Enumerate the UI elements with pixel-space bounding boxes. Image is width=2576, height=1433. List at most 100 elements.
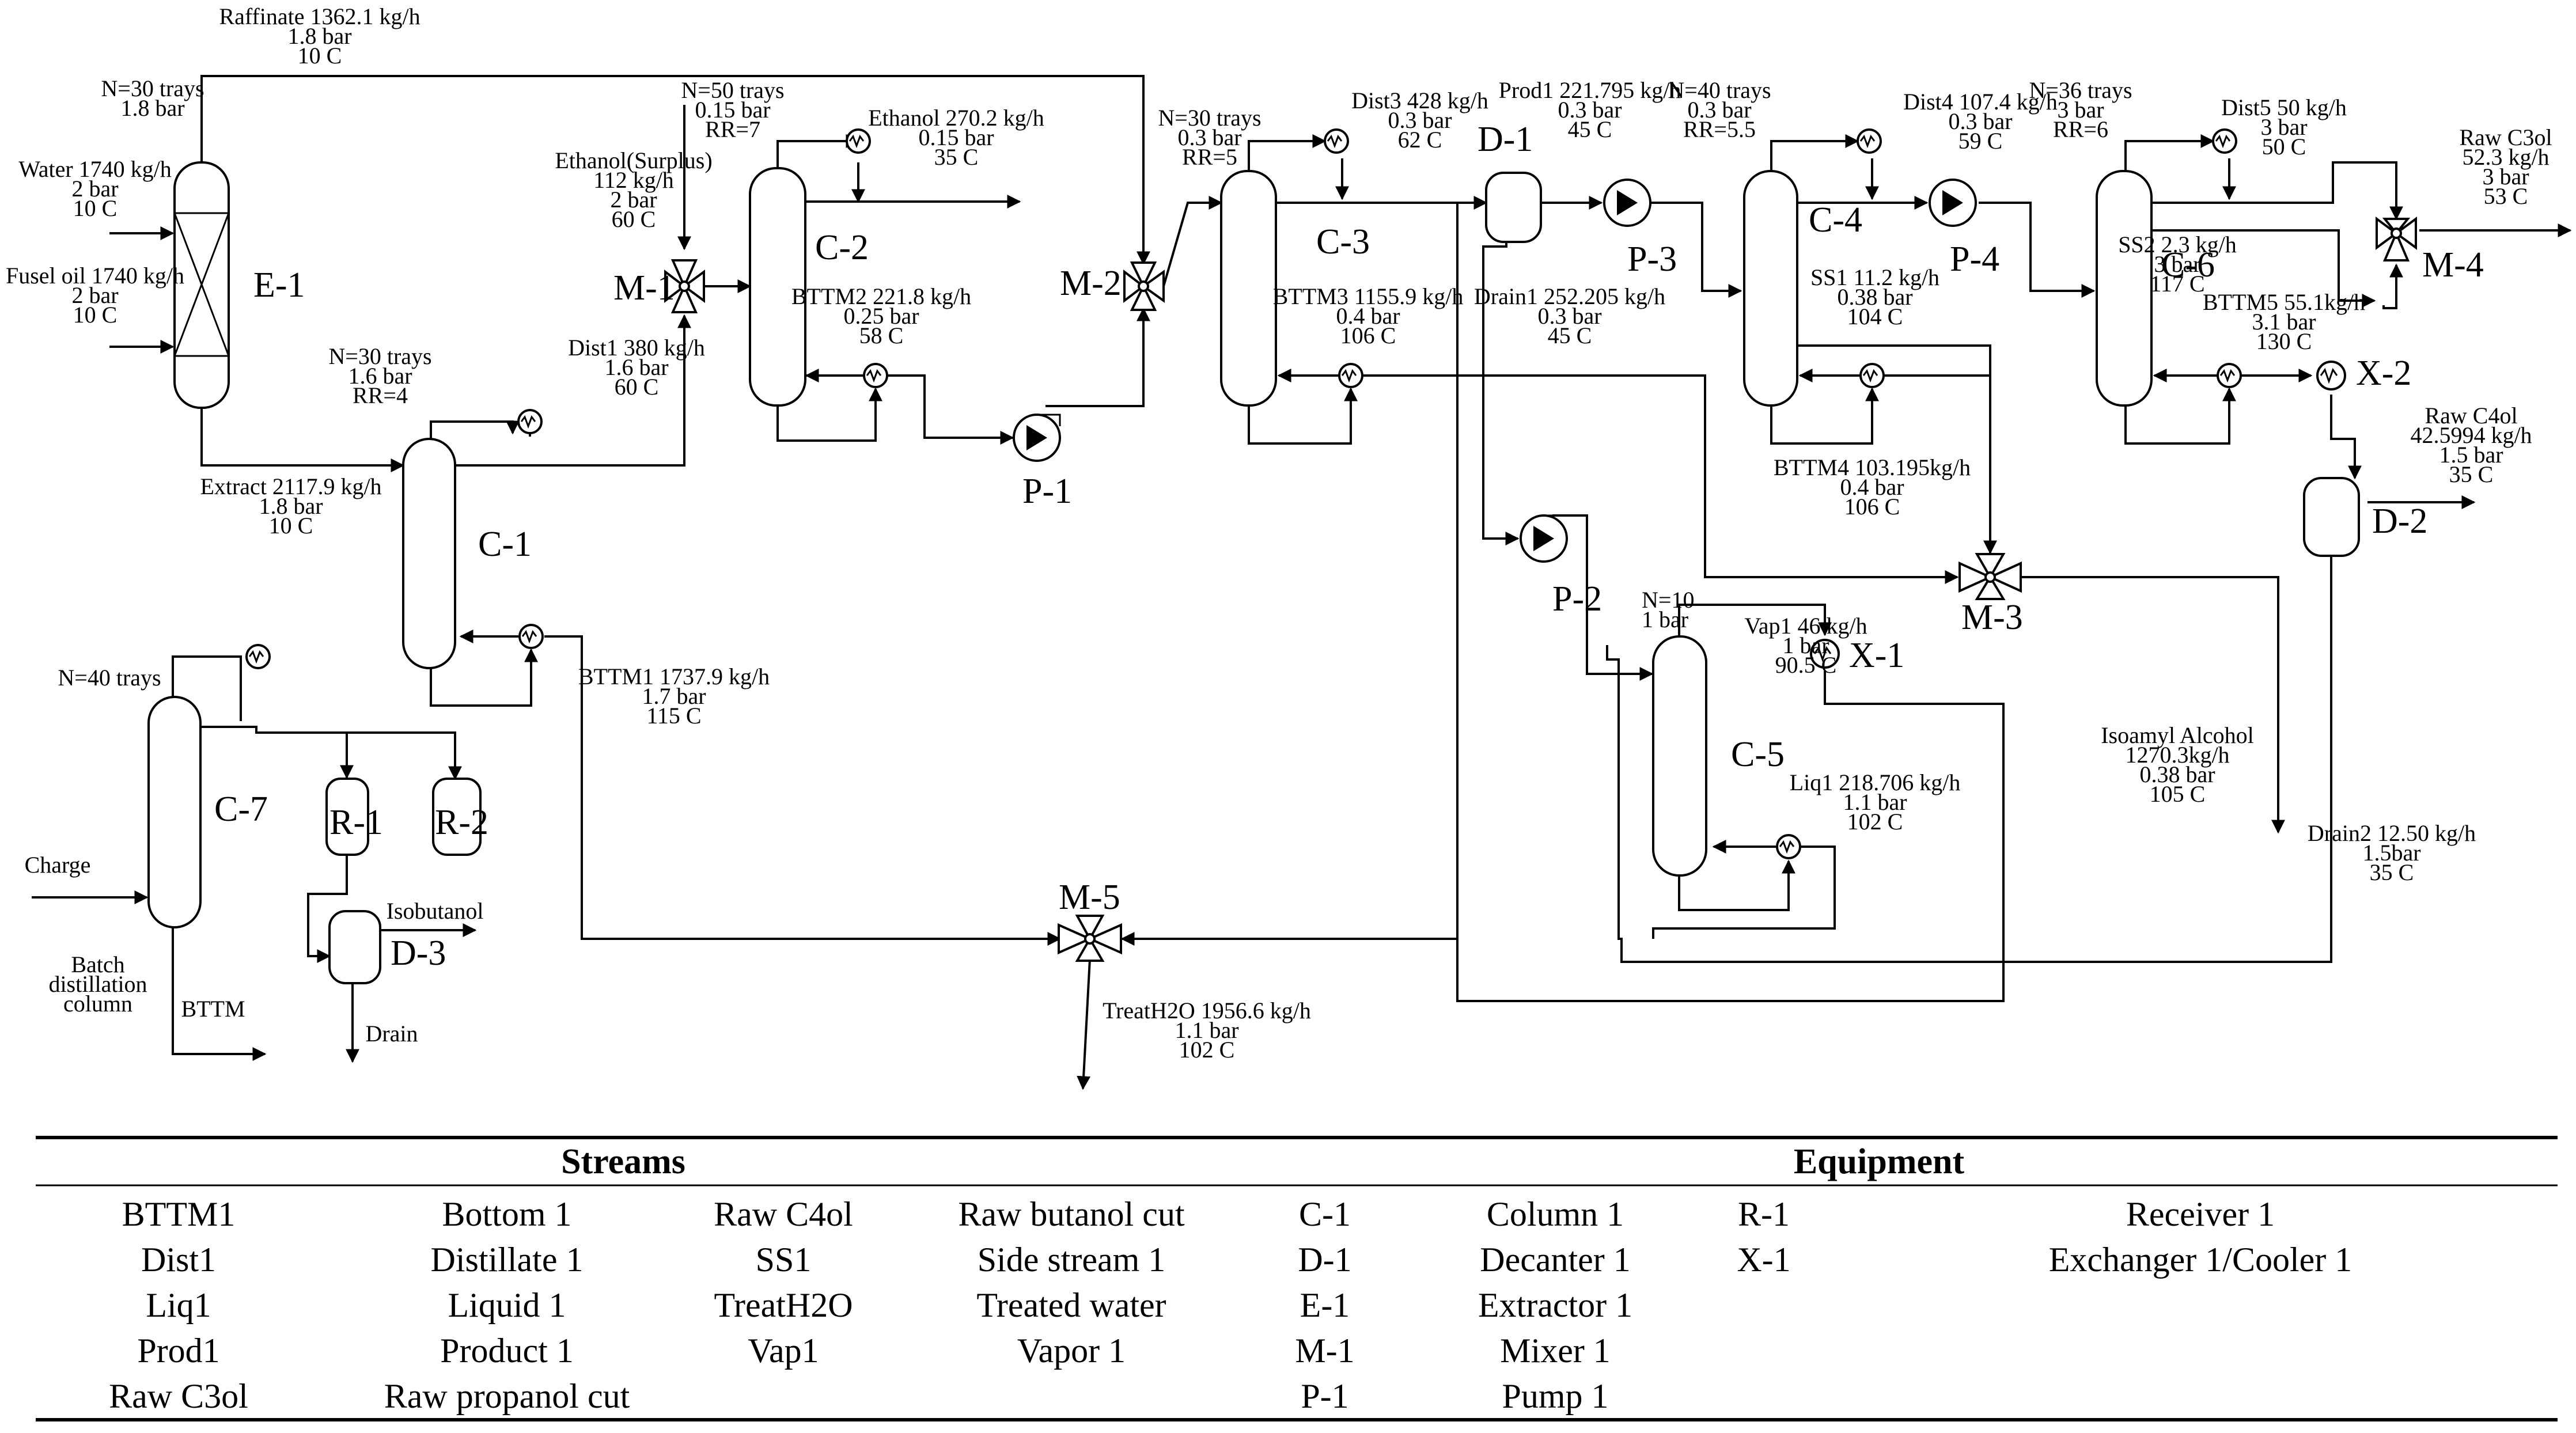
label-line: 45 C [1568, 116, 1612, 142]
legend-equipment-cell: Exchanger 1/Cooler 1 [2049, 1241, 2353, 1279]
equipment-tags: E-1 C-1 C-2 C-3 C-4 C-5 C-6 C-7 M-1 M-2 … [214, 120, 2484, 973]
label-line: 105 C [2150, 781, 2206, 807]
label-line: Extract 2117.9 kg/h [200, 473, 381, 499]
c2-overhead [776, 134, 860, 168]
legend-equipment-cell: X-1 [1737, 1241, 1790, 1279]
label-line: 0.25 bar [843, 303, 919, 329]
label-line: 3 bar [2057, 97, 2104, 123]
decanter-d3 [328, 910, 381, 984]
label-line: RR=7 [705, 116, 760, 142]
bttm1-stream [544, 635, 1062, 946]
tag-c7: C-7 [214, 790, 268, 829]
label-line: 3 bar [2260, 114, 2307, 140]
raffinate-stream [200, 75, 1150, 266]
label-line: 0.3 bar [1388, 107, 1452, 133]
label-line: Dist3 428 kg/h [1351, 88, 1488, 113]
label-line: Drain2 12.50 kg/h [2308, 820, 2476, 846]
legend-equipment-cell: C-1 [1299, 1195, 1351, 1233]
legend-stream-cell: Liq1 [146, 1286, 211, 1324]
legend-streams-title: Streams [561, 1142, 685, 1181]
label-line: N=36 trays [2029, 77, 2132, 103]
label-line: 3.1 bar [2252, 309, 2316, 335]
label-line: 102 C [1179, 1037, 1235, 1063]
ss2-stream [2151, 229, 2376, 308]
label-line: 104 C [1847, 304, 1903, 329]
bttm2-stream [887, 374, 1014, 445]
c7-bottoms [172, 926, 267, 1061]
column-c6 [2096, 170, 2153, 407]
label-line: SS1 11.2 kg/h [1810, 264, 1939, 290]
label-line: Dist5 50 kg/h [2221, 94, 2347, 120]
label-line: 0.4 bar [1336, 303, 1400, 329]
tag-d3: D-3 [391, 934, 446, 973]
legend-equipment-cell: M-1 [1295, 1332, 1354, 1370]
label-line: BTTM [181, 996, 245, 1022]
pump-p1 [1013, 414, 1061, 462]
label-line: RR=6 [2053, 116, 2108, 142]
label-line: BTTM4 103.195kg/h [1774, 454, 1971, 480]
label-line: Batch [71, 951, 124, 977]
c4-reboiler-loop [1770, 387, 1879, 445]
tag-m5: M-5 [1059, 878, 1120, 917]
legend-stream-cell: SS1 [756, 1241, 812, 1279]
label-line: 62 C [1398, 127, 1442, 153]
extract-stream [200, 408, 405, 472]
label-line: N=40 trays [1668, 77, 1771, 103]
treath2o-stream [1077, 958, 1091, 1090]
legend-stream-cell: Raw propanol cut [384, 1377, 630, 1415]
tag-c6: C-6 [2161, 245, 2215, 285]
label-line: N=30 trays [1158, 105, 1261, 131]
label-drain-d3: Drain [365, 1021, 418, 1047]
label-line: RR=5.5 [1683, 116, 1756, 142]
label-line: 45 C [1548, 323, 1592, 348]
tag-c4: C-4 [1809, 200, 1862, 240]
label-line: Liq1 218.706 kg/h [1790, 769, 1961, 795]
p4-to-c6 [1979, 202, 2096, 298]
decanter-d2 [2303, 477, 2360, 557]
label-line: 0.38 bar [2139, 761, 2215, 787]
label-bttm-c7: BTTM [181, 996, 245, 1022]
label-isobutanol: Isobutanol [387, 898, 484, 924]
r1-to-d3 [307, 854, 348, 963]
isoamyl-stream [2017, 576, 2285, 834]
tag-d2: D-2 [2372, 502, 2427, 541]
legend-stream-cell: Vap1 [748, 1332, 819, 1370]
label-line: 10 C [269, 513, 313, 539]
drain1-stream [1482, 219, 1520, 545]
label-line: 60 C [615, 374, 659, 400]
legend-stream-cell: BTTM1 [122, 1195, 236, 1233]
tag-c1: C-1 [478, 525, 532, 564]
label-line: Drain [365, 1021, 418, 1047]
legend-stream-cell: Side stream 1 [978, 1241, 1166, 1279]
c1-overhead [430, 420, 520, 439]
tag-d1: D-1 [1478, 120, 1533, 159]
label-line: 1.1 bar [1175, 1017, 1238, 1043]
legend-equipment-cell: Column 1 [1487, 1195, 1624, 1233]
legend-equipment-cell: R-1 [1738, 1195, 1790, 1233]
tag-p3: P-3 [1627, 240, 1677, 279]
label-line: Isoamyl Alcohol [2101, 722, 2254, 748]
label-line: 0.3 bar [1687, 97, 1751, 123]
legend-equipment-cell: Receiver 1 [2126, 1195, 2275, 1233]
pump-p4 [1929, 179, 1977, 227]
label-line: 53 C [2484, 183, 2528, 209]
label-line: Ethanol(Surplus) [555, 147, 712, 173]
legend-stream-cell: Vapor 1 [1017, 1332, 1126, 1370]
